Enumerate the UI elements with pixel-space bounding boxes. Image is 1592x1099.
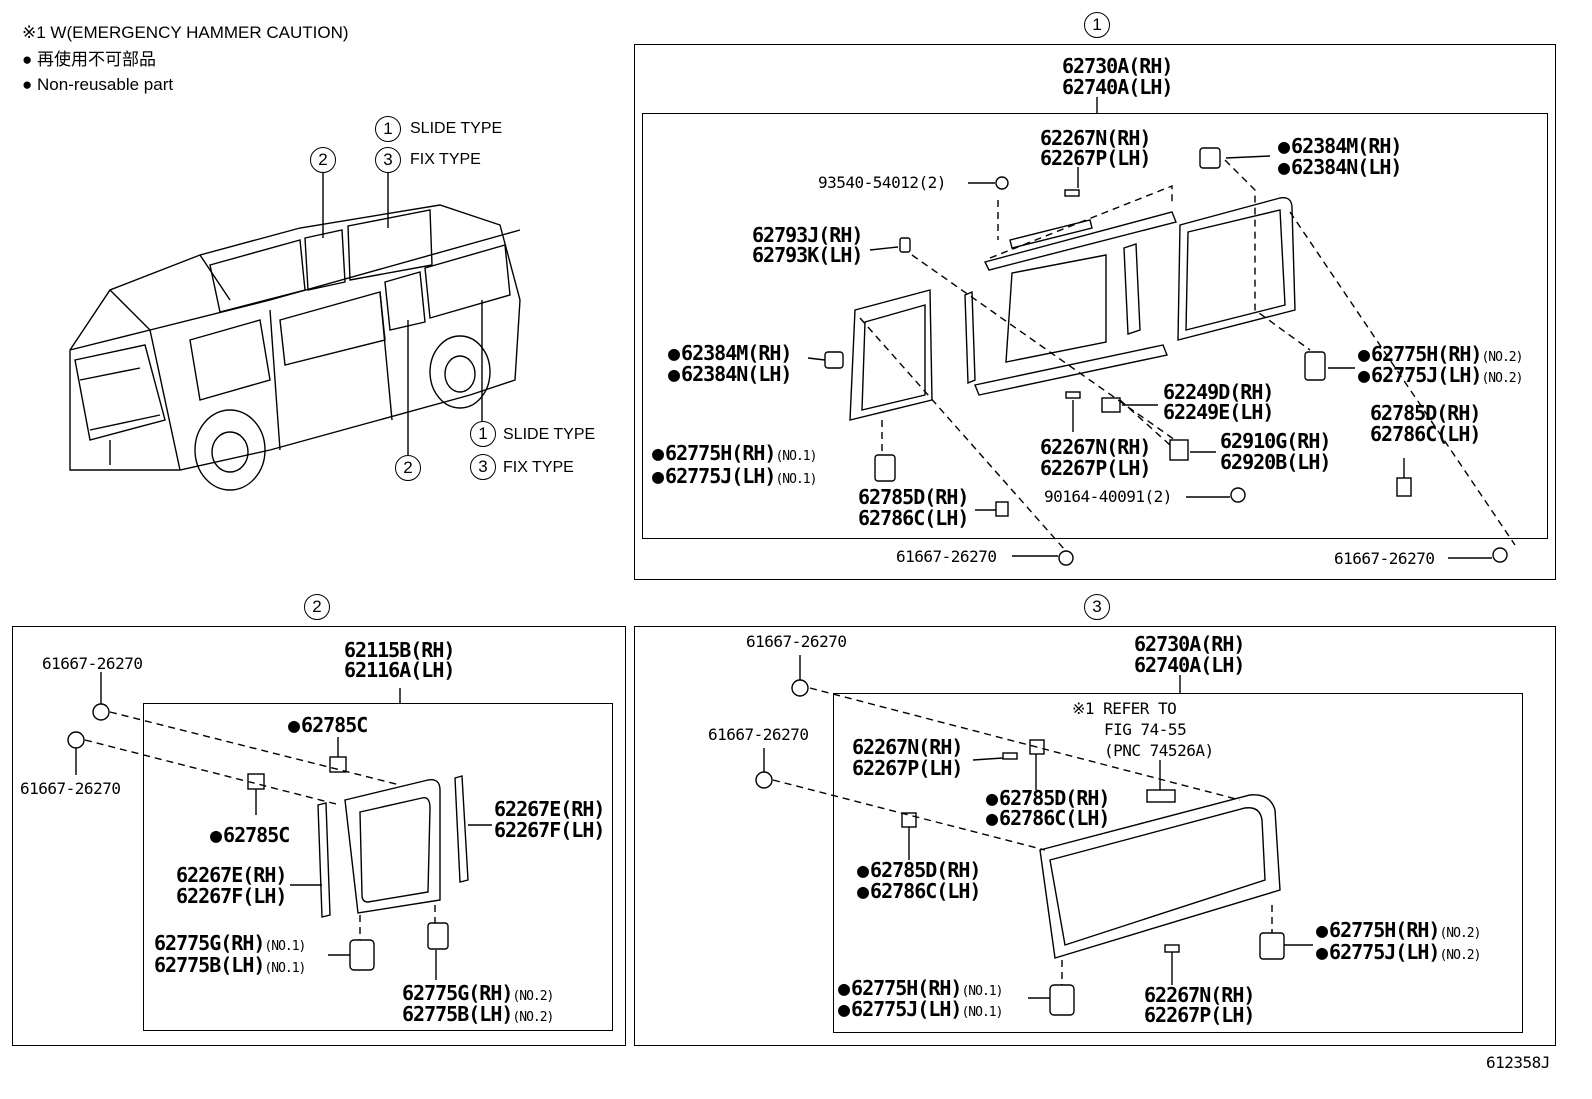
van-slide-type-label-2: SLIDE TYPE xyxy=(503,426,596,443)
part-61667-clip: 61667-26270 xyxy=(20,779,121,798)
bullet-dot-icon: ● xyxy=(22,75,33,94)
part-62785D: 62785D(RH) xyxy=(986,788,1110,808)
panel1-lineart xyxy=(824,97,1508,566)
part-62785C: 62785C xyxy=(288,715,368,735)
part-62775H: 62775H(RH)(NO.2) xyxy=(1316,920,1481,940)
panel3-title: 3 xyxy=(1084,594,1110,620)
van-key-3b: 3 xyxy=(470,454,496,480)
part-62775J: 62775J(LH)(NO.1) xyxy=(838,999,1003,1019)
part-62775J: 62775J(LH)(NO.2) xyxy=(1358,365,1523,385)
van-callout-3-top: 3 xyxy=(375,147,401,173)
van-fix-type-label-2: FIX TYPE xyxy=(503,459,574,476)
part-62384M: 62384M(RH) xyxy=(1278,136,1402,156)
panel2-leaders xyxy=(75,672,492,980)
panel2-outer-box xyxy=(12,626,626,1046)
part-62249E: 62249E(LH) xyxy=(1163,400,1274,424)
part-62384N: 62384N(LH) xyxy=(668,364,792,384)
part-62785D: 62785D(RH) xyxy=(1370,401,1481,425)
panel3-leaders xyxy=(763,655,1313,999)
panel3-assy-rh: 62730A(RH) xyxy=(1134,632,1245,656)
van-key-1b: 1 xyxy=(470,421,496,447)
part-62775H: 62775H(RH)(NO.1) xyxy=(838,978,1003,998)
part-62267P: 62267P(LH) xyxy=(1040,146,1151,170)
part-62775H: 62775H(RH)(NO.2) xyxy=(1358,344,1523,364)
panel3-dashed-leaders xyxy=(772,687,1273,985)
part-62785D: 62785D(RH) xyxy=(858,485,969,509)
legend-note1: ※1 W(EMERGENCY HAMMER CAUTION) xyxy=(22,23,349,42)
panel1-title: 1 xyxy=(1084,12,1110,38)
part-62785C: 62785C xyxy=(210,825,290,845)
panel1-inner-box xyxy=(642,113,1548,539)
part-62775G: 62775G(RH)(NO.1) xyxy=(154,931,306,955)
panel1-assy-lh: 62740A(LH) xyxy=(1062,75,1173,99)
part-62775G: 62775G(RH)(NO.2) xyxy=(402,981,554,1005)
refer-note-line3: (PNC 74526A) xyxy=(1104,741,1214,760)
part-62786C: 62786C(LH) xyxy=(858,506,969,530)
part-93540-screw: 93540-54012(2) xyxy=(818,173,946,192)
part-62786C: 62786C(LH) xyxy=(986,808,1110,828)
van-callout-2-bottom: 2 xyxy=(395,455,421,481)
part-62267P: 62267P(LH) xyxy=(1040,456,1151,480)
part-61667-clip: 61667-26270 xyxy=(708,725,809,744)
panel3-inner-box xyxy=(833,693,1523,1033)
part-62267N: 62267N(RH) xyxy=(852,735,963,759)
panel1-leaders xyxy=(807,155,1492,559)
van-slide-type-label-1: SLIDE TYPE xyxy=(410,120,503,137)
part-90164-bolt: 90164-40091(2) xyxy=(1044,487,1172,506)
panel3-lineart xyxy=(755,675,1285,1016)
van-fix-type-label-1: FIX TYPE xyxy=(410,151,481,168)
legend-nonreusable-jp: ● 再使用不可部品 xyxy=(22,50,157,69)
part-62775B: 62775B(LH)(NO.2) xyxy=(402,1002,554,1026)
panel1-dashed-leaders xyxy=(859,159,1516,551)
part-61667-clip: 61667-26270 xyxy=(746,632,847,651)
part-62775J: 62775J(LH)(NO.2) xyxy=(1316,942,1481,962)
van-key-1a: 1 xyxy=(375,116,401,142)
part-62793K: 62793K(LH) xyxy=(752,243,863,267)
part-62249D: 62249D(RH) xyxy=(1163,380,1274,404)
part-62267P: 62267P(LH) xyxy=(852,756,963,780)
part-62384M: 62384M(RH) xyxy=(668,343,792,363)
panel2-assy-lh: 62116A(LH) xyxy=(344,658,455,682)
part-62775B: 62775B(LH)(NO.1) xyxy=(154,953,306,977)
panel1-outer-box xyxy=(634,44,1556,580)
panel2-inner-box xyxy=(143,703,613,1031)
legend-nonreusable-en: ● Non-reusable part xyxy=(22,75,174,94)
part-62384N: 62384N(LH) xyxy=(1278,157,1402,177)
part-62786C: 62786C(LH) xyxy=(1370,422,1481,446)
refer-note-line2: FIG 74-55 xyxy=(1104,720,1187,739)
panel2-assy-rh: 62115B(RH) xyxy=(344,638,455,662)
part-62267P: 62267P(LH) xyxy=(1144,1003,1255,1027)
part-62785D: 62785D(RH) xyxy=(857,860,981,880)
bullet-dot-icon: ● xyxy=(22,50,33,69)
panel3-outer-box xyxy=(634,626,1556,1046)
part-62793J: 62793J(RH) xyxy=(752,223,863,247)
figure-id: 612358J xyxy=(1486,1053,1550,1072)
part-62267E: 62267E(RH) xyxy=(176,863,287,887)
part-62775H: 62775H(RH)(NO.1) xyxy=(652,443,817,463)
part-61667-clip: 61667-26270 xyxy=(1334,549,1435,568)
panel1-assy-rh: 62730A(RH) xyxy=(1062,54,1173,78)
panel3-assy-lh: 62740A(LH) xyxy=(1134,653,1245,677)
part-62267N: 62267N(RH) xyxy=(1040,126,1151,150)
part-61667-clip: 61667-26270 xyxy=(896,547,997,566)
van-callout-2-top: 2 xyxy=(310,147,336,173)
part-62910G: 62910G(RH) xyxy=(1220,429,1331,453)
refer-note-line1: ※1 REFER TO xyxy=(1072,699,1177,718)
part-62775J: 62775J(LH)(NO.1) xyxy=(652,466,817,486)
part-62920B: 62920B(LH) xyxy=(1220,450,1331,474)
part-62267E: 62267E(RH) xyxy=(494,797,605,821)
panel2-title: 2 xyxy=(304,594,330,620)
part-62786C: 62786C(LH) xyxy=(857,881,981,901)
part-62267F: 62267F(LH) xyxy=(176,884,287,908)
van-illustration xyxy=(69,171,521,491)
part-62267F: 62267F(LH) xyxy=(494,818,605,842)
part-61667-clip: 61667-26270 xyxy=(42,654,143,673)
part-62267N: 62267N(RH) xyxy=(1040,435,1151,459)
part-62267N: 62267N(RH) xyxy=(1144,983,1255,1007)
panel2-dashed-leaders xyxy=(84,711,436,940)
